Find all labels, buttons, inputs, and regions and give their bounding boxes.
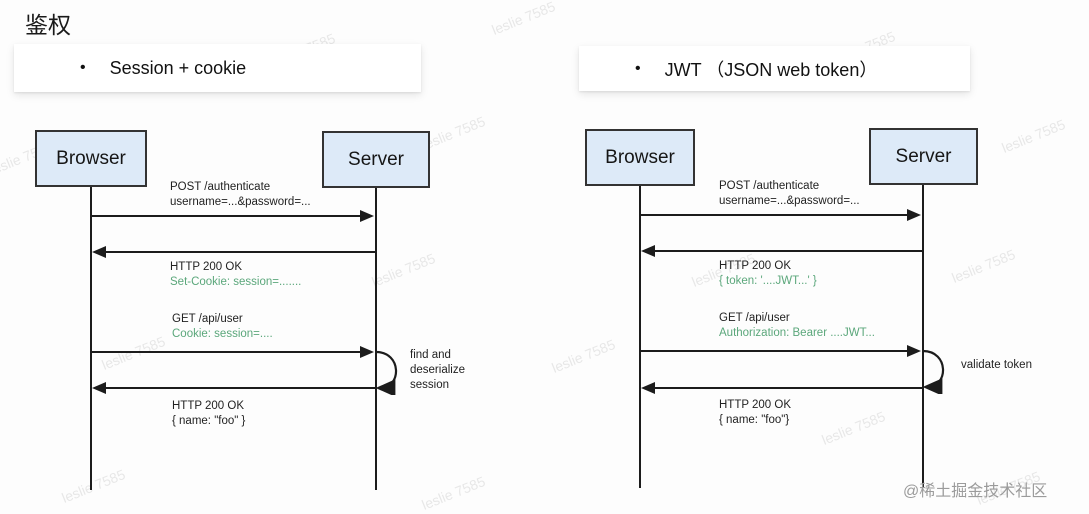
watermark: leslie 7585 xyxy=(999,116,1068,156)
message-label: POST /authenticate username=...&password… xyxy=(719,180,860,207)
browser-actor-box: Browser xyxy=(585,129,695,186)
server-lifeline xyxy=(375,188,377,490)
jwt-header-card: • JWT （JSON web token） xyxy=(579,46,970,91)
browser-lifeline xyxy=(639,186,641,488)
arrowhead-left-icon xyxy=(92,382,106,394)
message-arrow-line xyxy=(106,387,376,389)
message-label: POST /authenticate username=...&password… xyxy=(170,181,311,208)
message-arrow-line xyxy=(106,251,376,253)
session-cookie-label: Session + cookie xyxy=(109,57,247,78)
watermark: leslie 7585 xyxy=(369,250,438,290)
message-arrow-line xyxy=(655,387,923,389)
watermark: leslie 7585 xyxy=(419,473,488,513)
watermark: leslie 7585 xyxy=(819,408,888,448)
message-label: HTTP 200 OK Set-Cookie: session=....... xyxy=(170,261,302,288)
arrowhead-left-icon xyxy=(92,246,106,258)
arrowhead-left-icon xyxy=(641,245,655,257)
watermark: leslie 7585 xyxy=(59,466,128,506)
self-action-label: validate token xyxy=(961,359,1032,371)
message-label: GET /api/user Cookie: session=.... xyxy=(172,313,273,340)
jwt-label: JWT （JSON web token） xyxy=(664,59,878,80)
arrowhead-left-icon xyxy=(641,382,655,394)
bullet-icon: • xyxy=(635,59,641,77)
browser-actor-box: Browser xyxy=(35,130,147,187)
arrowhead-right-icon xyxy=(360,346,374,358)
watermark: leslie 7585 xyxy=(549,336,618,376)
message-arrow-line xyxy=(92,351,360,353)
server-actor-box: Server xyxy=(322,131,430,188)
message-arrow-line xyxy=(92,215,362,217)
message-arrow-line xyxy=(641,350,907,352)
self-action-label: find and deserialize session xyxy=(410,349,465,391)
message-label: GET /api/user Authorization: Bearer ....… xyxy=(719,312,875,339)
message-label: HTTP 200 OK { name: "foo"} xyxy=(719,399,792,426)
arrowhead-right-icon xyxy=(360,210,374,222)
self-loop-arrow xyxy=(375,350,398,395)
session-cookie-header-card: • Session + cookie xyxy=(14,44,421,92)
page-title: 鉴权 xyxy=(25,12,71,38)
browser-lifeline xyxy=(90,187,92,490)
watermark: leslie 7585 xyxy=(949,246,1018,286)
arrowhead-right-icon xyxy=(907,345,921,357)
bullet-icon: • xyxy=(80,59,86,76)
message-label: HTTP 200 OK { name: "foo" } xyxy=(172,400,246,427)
community-watermark: @稀土掘金技术社区 xyxy=(903,483,1048,500)
message-arrow-line xyxy=(655,250,923,252)
server-lifeline xyxy=(922,185,924,488)
arrowhead-right-icon xyxy=(907,209,921,221)
message-label: HTTP 200 OK { token: '....JWT...' } xyxy=(719,260,817,287)
watermark: leslie 7585 xyxy=(99,333,168,373)
message-arrow-line xyxy=(641,214,907,216)
server-actor-box: Server xyxy=(869,128,978,185)
self-loop-arrow xyxy=(922,349,945,394)
watermark: leslie 7585 xyxy=(489,0,558,38)
